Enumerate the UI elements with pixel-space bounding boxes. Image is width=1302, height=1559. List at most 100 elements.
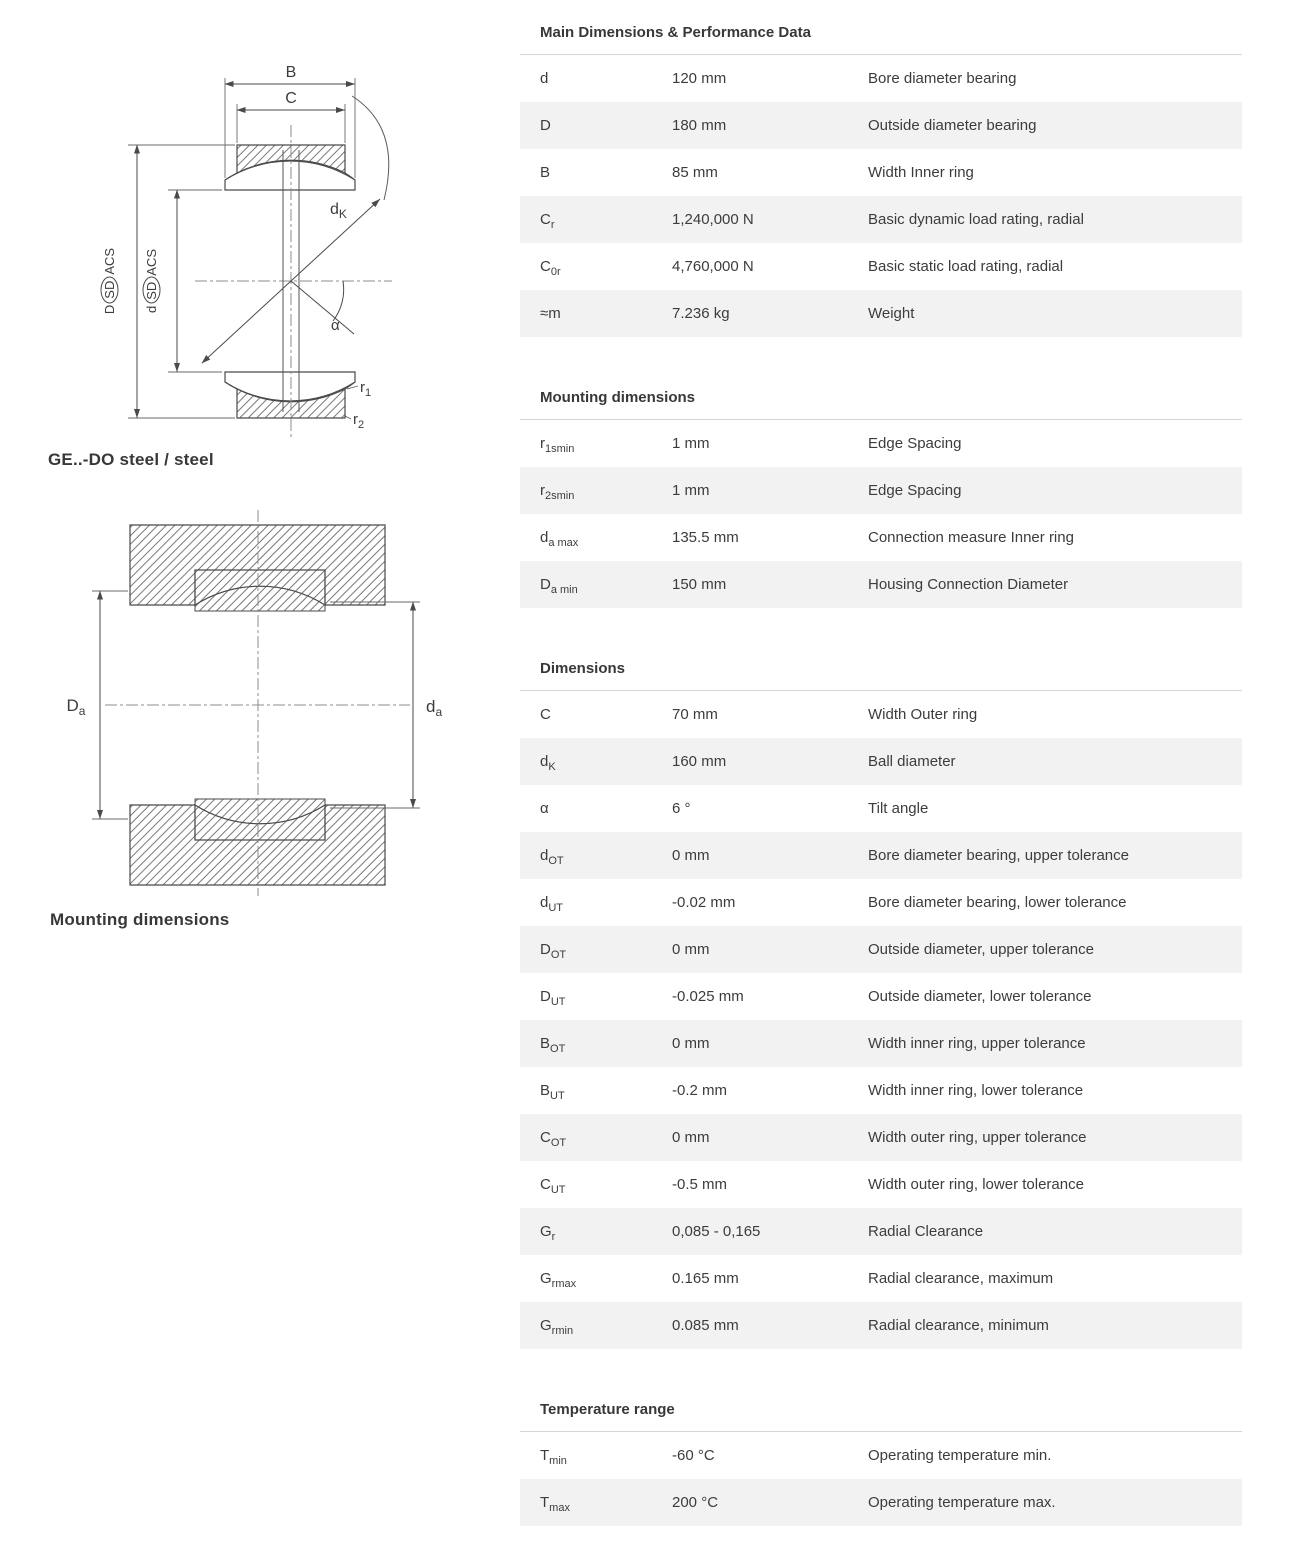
- symbol-base: d: [540, 70, 549, 87]
- bore-diameter-label: dSDACS: [144, 249, 159, 313]
- symbol-base: T: [540, 1494, 550, 1511]
- description-cell: Tilt angle: [868, 800, 929, 817]
- value-cell: 135.5 mm: [672, 529, 739, 546]
- symbol-subscript: 0r: [550, 266, 561, 278]
- value-cell: -0.025 mm: [672, 988, 744, 1005]
- description-cell: Width Inner ring: [868, 164, 974, 181]
- width-inner-ring-label: B: [286, 64, 297, 81]
- width-outer-ring-dim: C: [236, 90, 346, 143]
- description-cell: Basic static load rating, radial: [868, 258, 1064, 275]
- value-cell: -0.02 mm: [672, 894, 736, 911]
- symbol-base: B: [540, 1082, 551, 1099]
- bearing-inner-ring-bottom: [194, 798, 326, 825]
- symbol-cell: Gr: [520, 1223, 672, 1243]
- table-row: CUT-0.5 mm Width outer ring, lower tolera…: [520, 1161, 1242, 1208]
- value-cell: 180 mm: [672, 117, 727, 134]
- description-cell: Radial clearance, minimum: [868, 1317, 1049, 1334]
- description-cell: Housing Connection Diameter: [868, 576, 1069, 593]
- tilt-angle-arc: [332, 280, 345, 322]
- symbol-subscript: K: [548, 761, 556, 773]
- symbol-subscript: max: [549, 1502, 570, 1514]
- housing-connection-diameter-dim: Da: [67, 590, 128, 820]
- value-cell: -0.5 mm: [672, 1176, 728, 1193]
- outside-diameter-label: DSDACS: [102, 248, 117, 315]
- symbol-base: D: [540, 117, 551, 134]
- symbol-cell: DOT: [520, 941, 672, 961]
- symbol-subscript: 1smin: [545, 443, 575, 455]
- table-row: dUT-0.02 mm Bore diameter bearing, lower …: [520, 879, 1242, 926]
- description-cell: Bore diameter bearing: [868, 70, 1017, 87]
- description-cell: Bore diameter bearing, lower tolerance: [868, 894, 1127, 911]
- symbol-base: D: [540, 941, 551, 958]
- section-title: Main Dimensions & Performance Data: [520, 24, 1242, 55]
- description-cell: Width outer ring, lower tolerance: [868, 1176, 1084, 1193]
- symbol-subscript: 2smin: [545, 490, 575, 502]
- description-cell: Bore diameter bearing, upper tolerance: [868, 847, 1129, 864]
- description-cell: Width inner ring, lower tolerance: [868, 1082, 1084, 1099]
- value-cell: 0 mm: [672, 1035, 710, 1052]
- value-cell: 160 mm: [672, 753, 727, 770]
- symbol-cell: BUT: [520, 1082, 672, 1102]
- inner-connection-diameter-dim: da: [330, 601, 442, 809]
- edge-radius-callouts: r1 r2: [344, 379, 371, 431]
- symbol-cell: α: [520, 800, 672, 817]
- symbol-base: ≈m: [540, 305, 561, 322]
- value-cell: -0.2 mm: [672, 1082, 728, 1099]
- symbol-base: d: [540, 894, 549, 911]
- bearing-cross-section-drawing: dK α B C: [100, 64, 392, 437]
- symbol-base: α: [540, 800, 549, 817]
- description-cell: Radial clearance, maximum: [868, 1270, 1054, 1287]
- table-section: Main Dimensions & Performance Data d 120 m…: [520, 24, 1242, 337]
- symbol-base: G: [540, 1223, 552, 1240]
- symbol-subscript: OT: [548, 855, 564, 867]
- symbol-base: d: [540, 753, 549, 770]
- symbol-cell: CUT: [520, 1176, 672, 1196]
- section-title: Mounting dimensions: [520, 389, 1242, 420]
- outer-ring-top-section: [236, 144, 346, 174]
- symbol-cell: ≈m: [520, 305, 672, 322]
- symbol-cell: BOT: [520, 1035, 672, 1055]
- symbol-base: C: [540, 1129, 551, 1146]
- symbol-cell: Grmax: [520, 1270, 672, 1290]
- description-cell: Width inner ring, upper tolerance: [868, 1035, 1086, 1052]
- symbol-cell: dUT: [520, 894, 672, 914]
- value-cell: 0 mm: [672, 1129, 710, 1146]
- description-cell: Width outer ring, upper tolerance: [868, 1129, 1087, 1146]
- symbol-cell: C0r: [520, 258, 672, 278]
- symbol-cell: Cr: [520, 211, 672, 231]
- description-cell: Edge Spacing: [868, 435, 962, 452]
- symbol-cell: D: [520, 117, 672, 134]
- symbol-base: B: [540, 164, 551, 181]
- symbol-base: r: [540, 482, 545, 499]
- table-section: Mounting dimensions r 1smin 1 mm Edge Spacin…: [520, 389, 1242, 608]
- housing-connection-diameter-label: Da: [67, 696, 86, 718]
- value-cell: 1,240,000 N: [672, 211, 754, 228]
- description-cell: Connection measure Inner ring: [868, 529, 1074, 546]
- tilt-angle-line: [290, 280, 355, 335]
- value-cell: 120 mm: [672, 70, 727, 87]
- ball-diameter-leader-arc: [351, 95, 390, 201]
- tables-panel: Main Dimensions & Performance Data d 120 m…: [520, 0, 1242, 1526]
- bore-diameter-dim: dSDACS: [142, 189, 222, 373]
- value-cell: 1 mm: [672, 435, 710, 452]
- symbol-base: C: [540, 1176, 551, 1193]
